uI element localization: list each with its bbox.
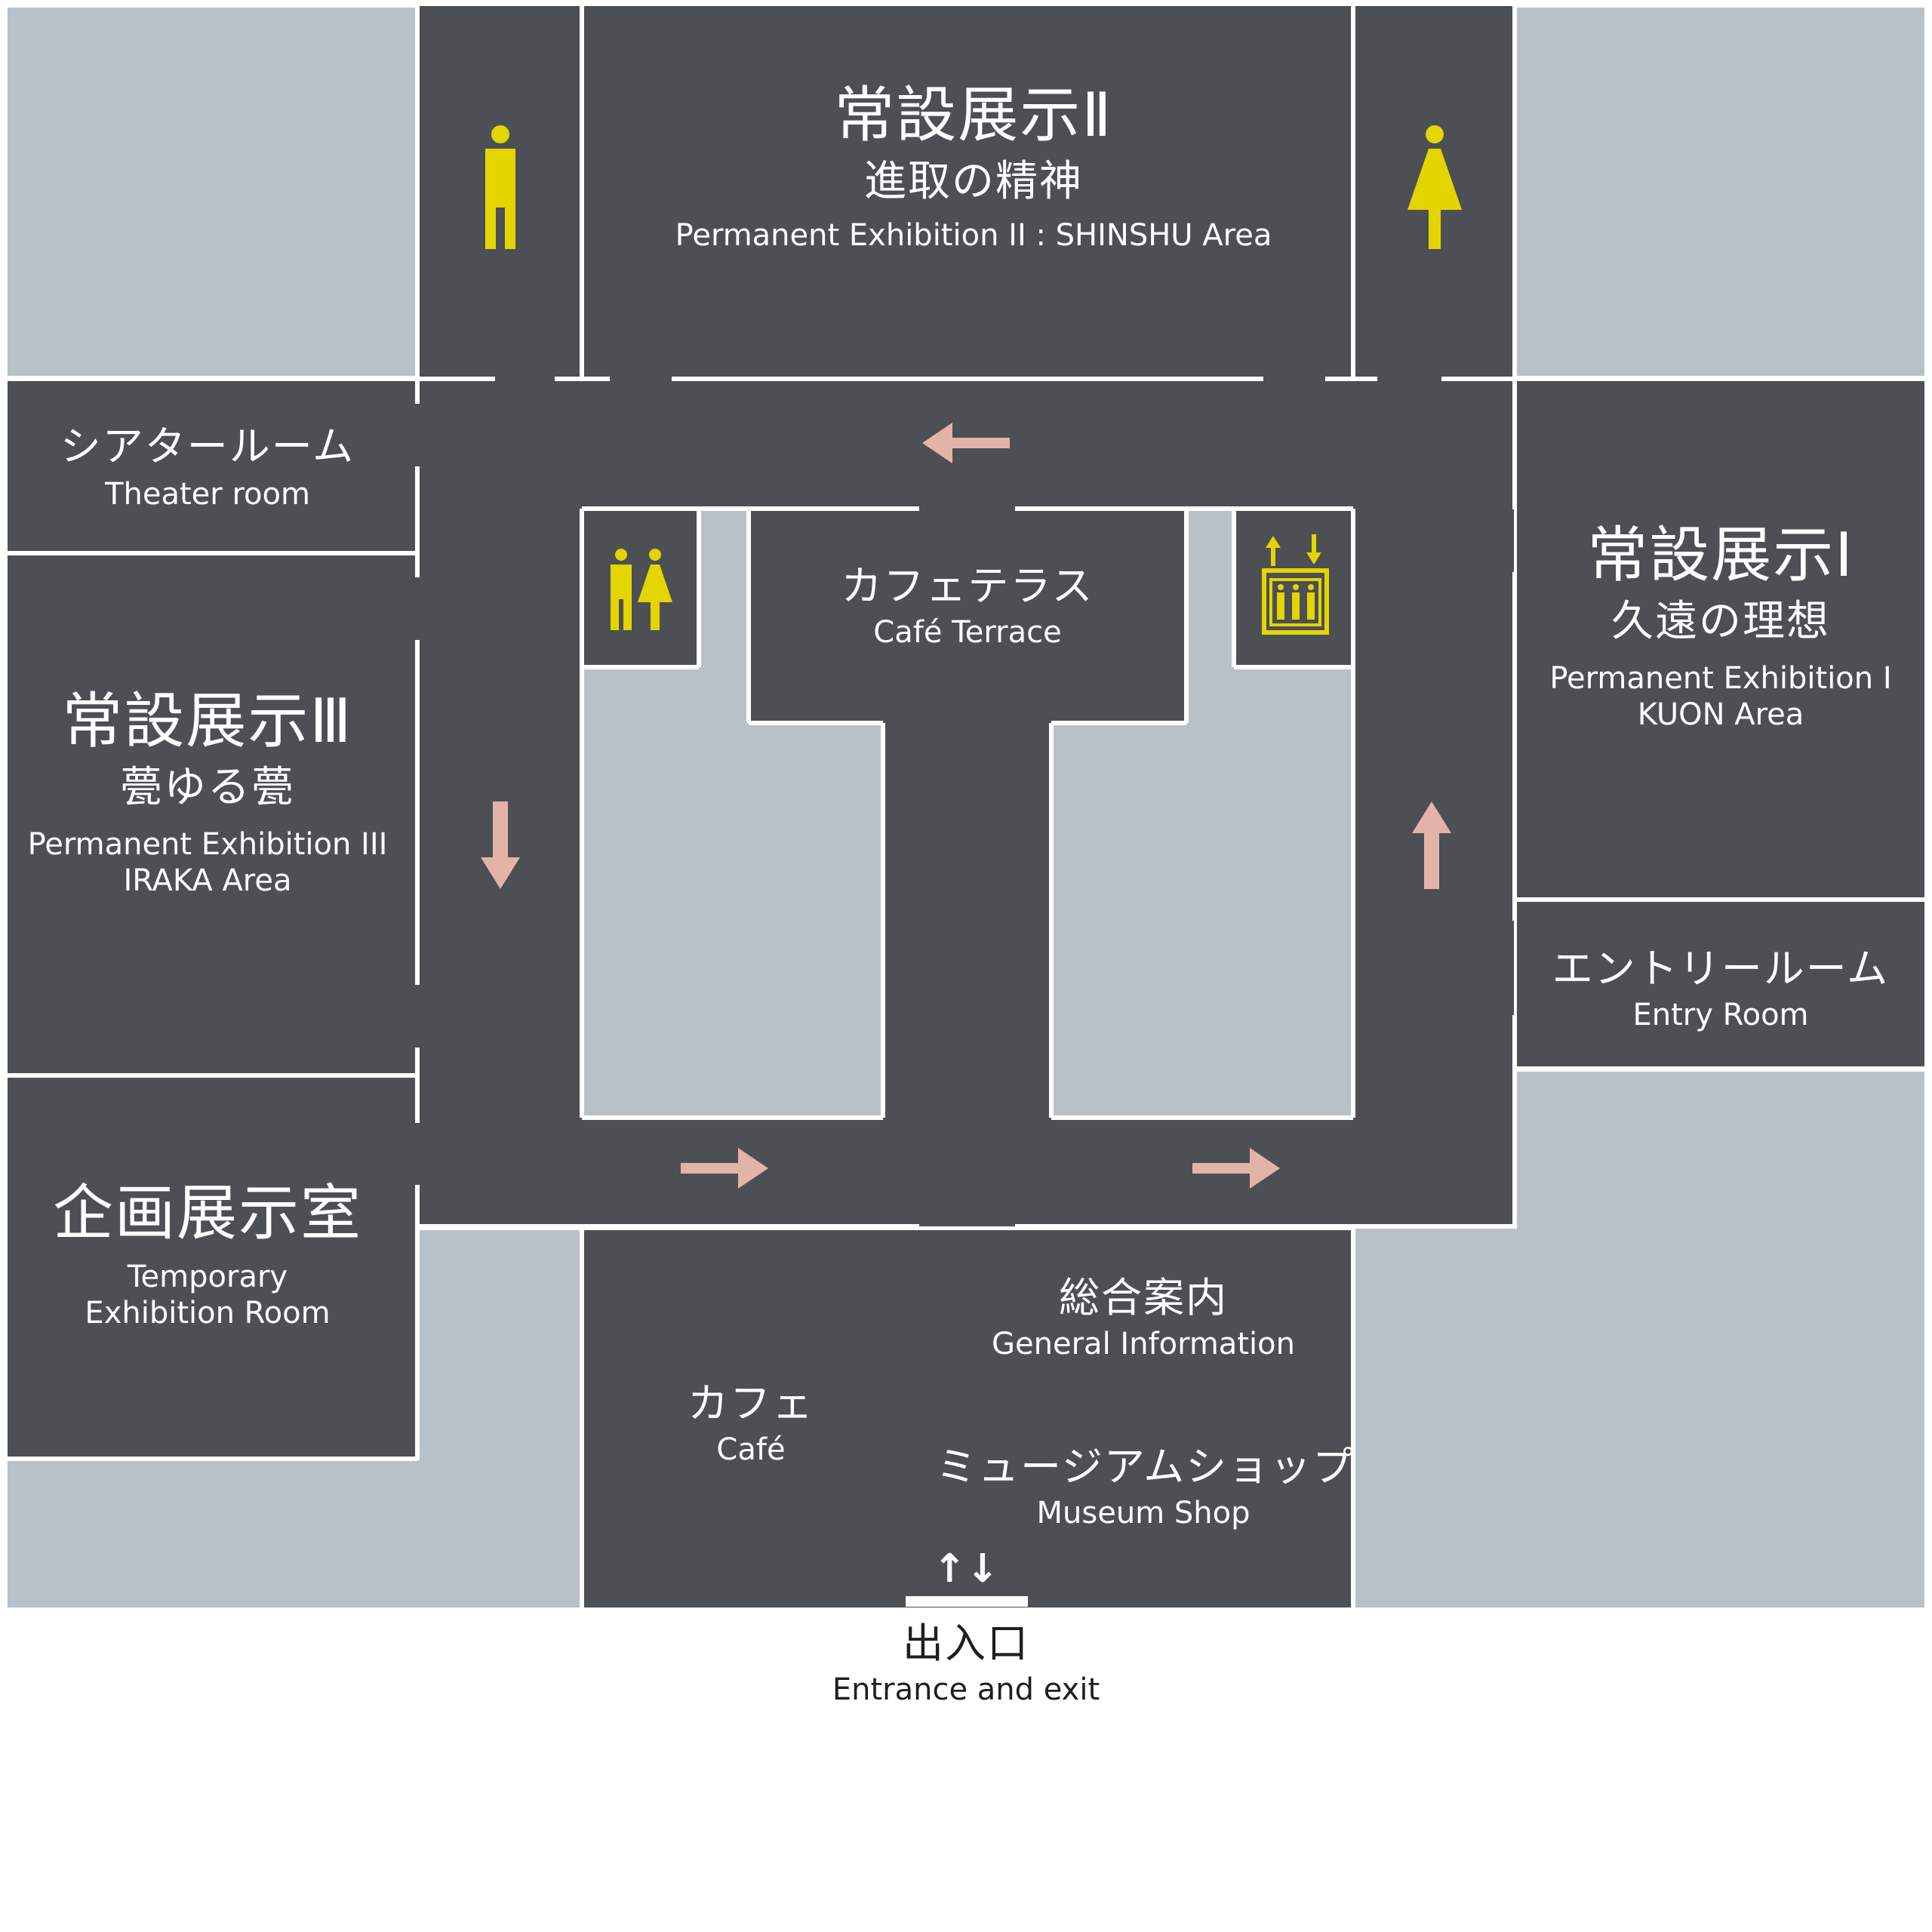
room-title: シアタールーム — [60, 423, 355, 470]
room-english-name: Entry Room — [1632, 997, 1809, 1032]
void-top-right — [1517, 8, 1924, 376]
room-title: 総合案内 — [1059, 1274, 1228, 1321]
room-title: カフェ — [688, 1380, 814, 1427]
label-theater: シアタールーム Theater room — [30, 423, 385, 512]
void-top-left — [8, 8, 415, 376]
room-english-name: Permanent Exhibition II : SHINSHU Area — [675, 218, 1272, 254]
label-temporary: 企画展示室 Temporary Exhibition Room — [23, 1177, 392, 1331]
label-permanent-1: 常設展示Ⅰ 久遠の理想 Permanent Exhibition I KUON … — [1540, 519, 1902, 733]
room-title: 常設展示Ⅲ — [62, 686, 353, 756]
courtyards — [583, 509, 1352, 1118]
room-area-name: KUON Area — [1637, 697, 1804, 733]
room-title: ミュージアムショップ — [936, 1443, 1355, 1491]
room-title: 出入口 — [903, 1620, 1029, 1667]
restroom-icon — [611, 549, 672, 630]
route-arrow-up-icon — [1412, 801, 1451, 889]
room-english-name: General Information — [992, 1326, 1295, 1361]
room-english-name: Museum Shop — [1036, 1495, 1251, 1531]
room-english-name: Café Terrace — [873, 614, 1062, 650]
men-restroom-icon — [485, 125, 515, 249]
room-area-name: IRAKA Area — [123, 863, 292, 899]
north-rooms-block — [420, 6, 1514, 377]
women-restroom-icon — [1407, 125, 1462, 249]
route-arrow-right-icon — [1192, 1148, 1280, 1189]
label-permanent-3: 常設展示Ⅲ 甍ゆる甍 Permanent Exhibition III IRAK… — [23, 685, 392, 899]
route-arrows — [481, 423, 1451, 1189]
label-permanent-2: 常設展示Ⅱ 進取の精神 Permanent Exhibition II : SH… — [664, 79, 1283, 254]
courtyard-left — [583, 509, 883, 1118]
route-arrow-left-icon — [922, 423, 1010, 463]
room-temporary — [8, 1078, 417, 1457]
elevator-icon — [1262, 534, 1329, 635]
label-cafe-terrace: カフェテラス Café Terrace — [817, 562, 1118, 651]
label-museum-shop: ミュージアムショップ Museum Shop — [936, 1443, 1355, 1531]
room-permanent-1 — [1517, 381, 1924, 897]
room-title: カフェテラス — [841, 562, 1094, 610]
room-subtitle: 甍ゆる甍 — [120, 763, 295, 812]
entrance-arrows-icon: ↑↓ — [933, 1546, 999, 1592]
label-general-info: 総合案内 General Information — [981, 1274, 1306, 1362]
route-arrow-down-icon — [481, 801, 520, 889]
room-title: 常設展示Ⅱ — [834, 80, 1113, 150]
room-english-name: Permanent Exhibition I — [1549, 661, 1892, 697]
room-title: 常設展示Ⅰ — [1587, 520, 1854, 590]
room-entry — [1517, 902, 1924, 1066]
route-arrow-right-icon — [681, 1148, 768, 1189]
label-cafe: カフェ Café — [664, 1380, 838, 1468]
room-theater — [8, 381, 417, 551]
room-english-name: Permanent Exhibition III — [27, 827, 388, 863]
room-english-name: Café — [716, 1432, 786, 1467]
room-english-name: Theater room — [105, 476, 310, 512]
facility-icons — [485, 125, 1462, 635]
room-title: 企画展示室 — [53, 1178, 362, 1248]
room-subtitle: 進取の精神 — [864, 157, 1083, 206]
room-subtitle: 久遠の理想 — [1611, 597, 1830, 646]
room-english-name: Entrance and exit — [832, 1672, 1100, 1707]
label-entrance: 出入口 Entrance and exit — [815, 1620, 1117, 1708]
label-entry-room: エントリールーム Entry Room — [1532, 945, 1909, 1033]
lobby — [583, 1230, 1351, 1607]
room-english-name: Temporary — [127, 1260, 288, 1294]
courtyard-right — [1051, 509, 1352, 1118]
room-permanent-3 — [8, 555, 417, 1073]
room-english-name: Exhibition Room — [85, 1296, 331, 1331]
walls — [580, 506, 1355, 1607]
room-title: エントリールーム — [1552, 945, 1890, 992]
